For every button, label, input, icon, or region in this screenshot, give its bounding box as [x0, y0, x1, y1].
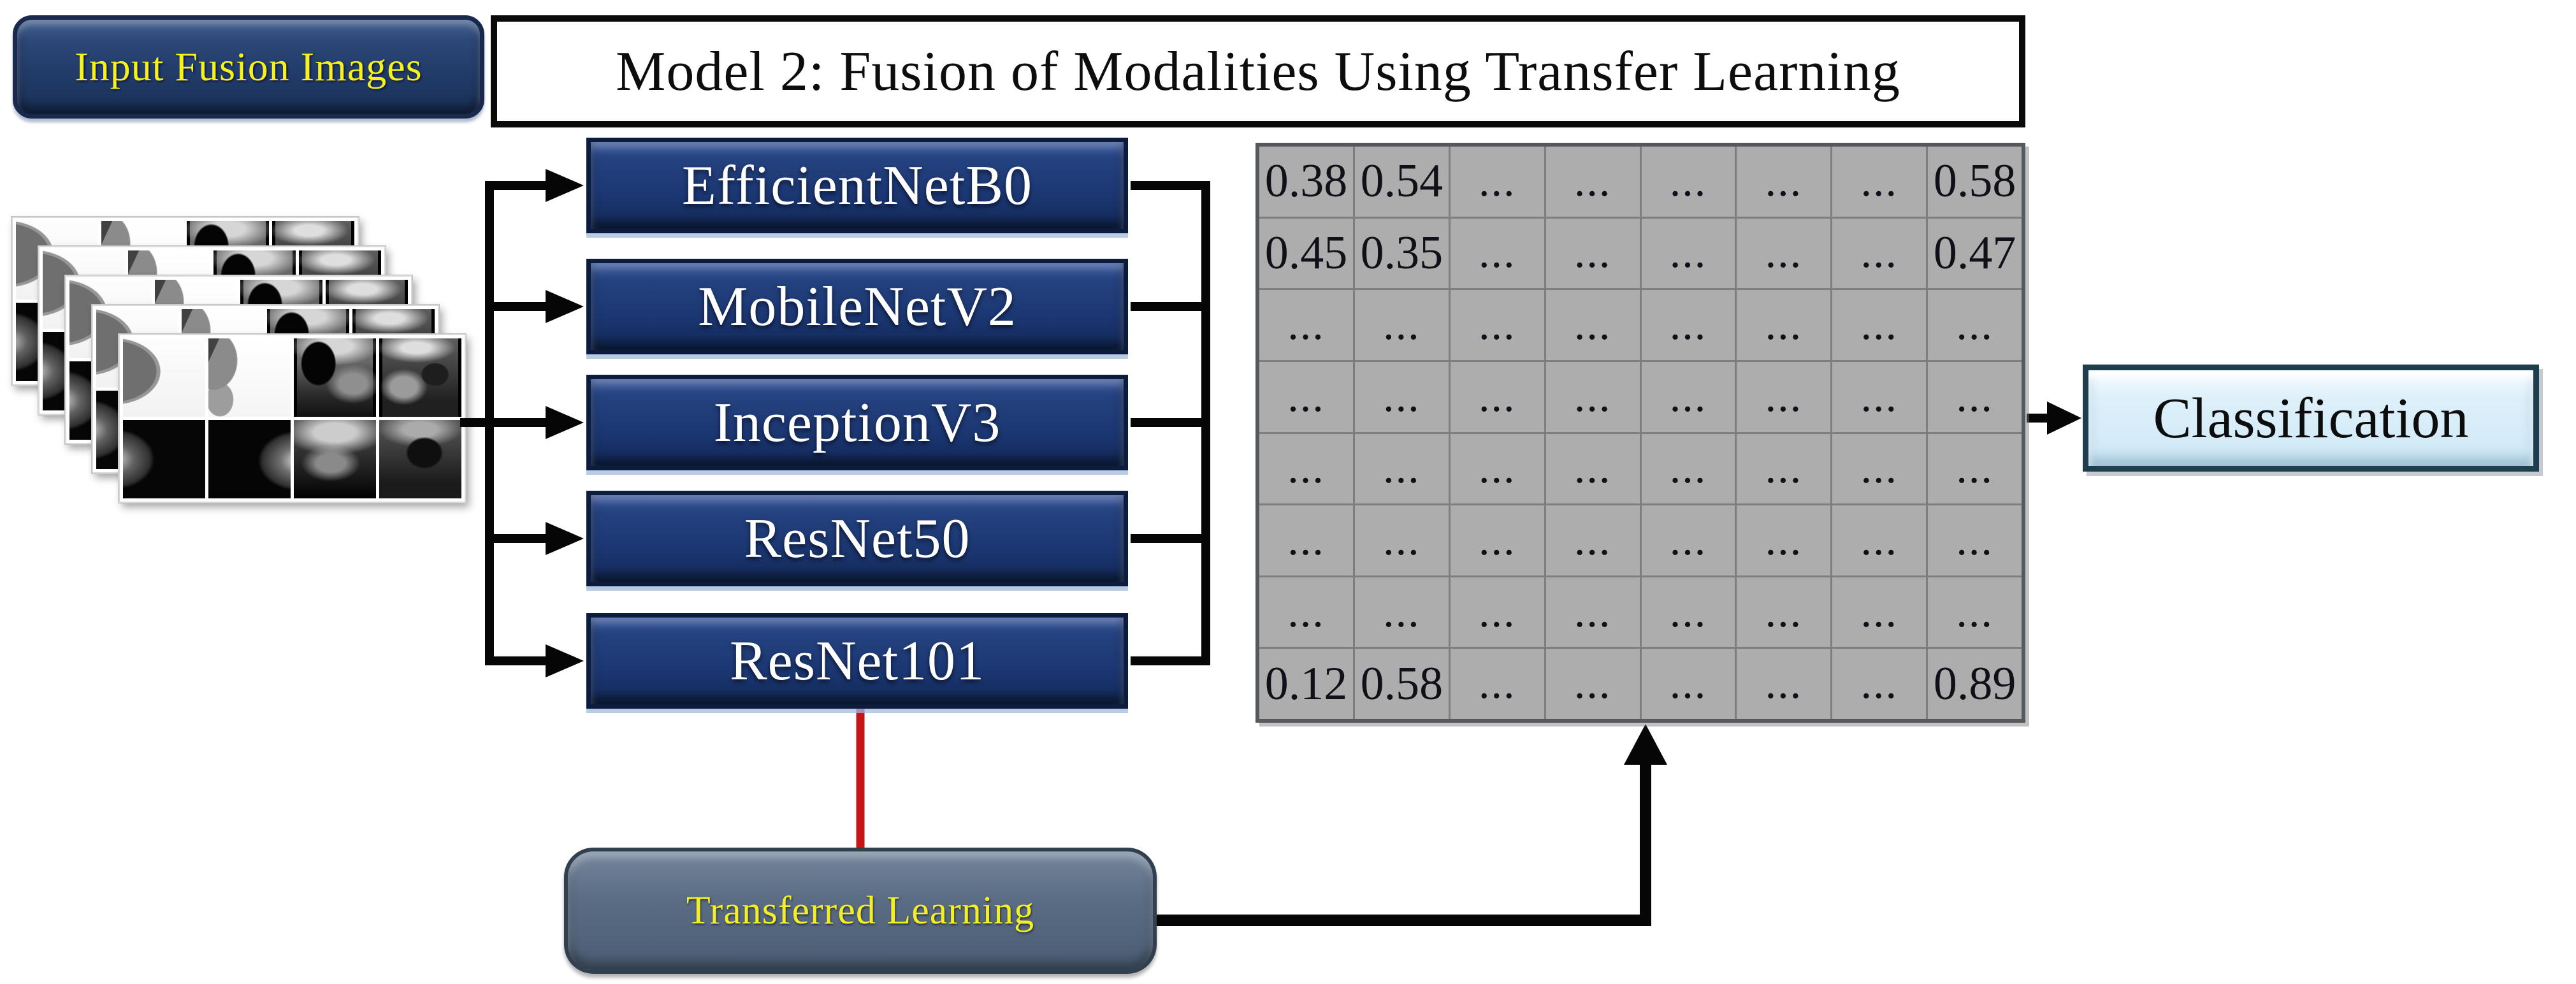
matrix-cell-r3-c3: ... — [1450, 290, 1544, 360]
page-title: Model 2: Fusion of Modalities Using Tran… — [616, 40, 1900, 103]
model-box-inceptionv3: InceptionV3 — [586, 375, 1128, 470]
matrix-cell-r6-c6: ... — [1737, 505, 1831, 575]
matrix-cell-r6-c4: ... — [1545, 505, 1640, 575]
ultrasound-mass-thumbnail — [379, 420, 461, 498]
input-fusion-images-button: Input Fusion Images — [13, 15, 484, 119]
matrix-cell-r8-c2: 0.58 — [1354, 649, 1449, 719]
matrix-cell-r3-c7: ... — [1832, 290, 1927, 360]
classification-box: Classification — [2083, 365, 2539, 472]
mammogram-mlo-right-thumbnail — [208, 420, 291, 498]
matrix-cell-r8-c6: ... — [1737, 649, 1831, 719]
matrix-cell-r3-c2: ... — [1354, 290, 1449, 360]
matrix-cell-r5-c6: ... — [1737, 433, 1831, 504]
ultrasound-texture-thumbnail — [379, 338, 461, 417]
matrix-cell-r2-c2: 0.35 — [1354, 218, 1449, 289]
transferred-learning-label: Transferred Learning — [686, 888, 1035, 932]
matrix-cell-r3-c1: ... — [1259, 290, 1353, 360]
matrix-cell-r4-c1: ... — [1259, 361, 1353, 432]
matrix-cell-r5-c7: ... — [1832, 433, 1927, 504]
matrix-cell-r1-c6: ... — [1737, 147, 1831, 217]
arrow-right-icons — [546, 169, 584, 677]
matrix-cell-r2-c4: ... — [1545, 218, 1640, 289]
title-box: Model 2: Fusion of Modalities Using Tran… — [491, 15, 2025, 127]
mammogram-cc-thumbnail — [123, 338, 205, 417]
matrix-cell-r7-c6: ... — [1737, 577, 1831, 648]
matrix-cell-r7-c5: ... — [1641, 577, 1735, 648]
matrix-cell-r1-c2: 0.54 — [1354, 147, 1449, 217]
matrix-cell-r5-c1: ... — [1259, 433, 1353, 504]
model-label: MobileNetV2 — [698, 275, 1017, 338]
matrix-cell-r4-c2: ... — [1354, 361, 1449, 432]
fusion-image-card — [119, 334, 466, 503]
ultrasound-deep-thumbnail — [294, 420, 376, 498]
input-fusion-images-label: Input Fusion Images — [75, 44, 423, 89]
matrix-cell-r6-c5: ... — [1641, 505, 1735, 575]
transferred-learning-box: Transferred Learning — [564, 848, 1157, 974]
matrix-cell-r7-c1: ... — [1259, 577, 1353, 648]
matrix-cell-r6-c3: ... — [1450, 505, 1544, 575]
mammogram-mlo-left-thumbnail — [123, 420, 205, 498]
matrix-cell-r4-c6: ... — [1737, 361, 1831, 432]
matrix-cell-r1-c4: ... — [1545, 147, 1640, 217]
matrix-cell-r6-c1: ... — [1259, 505, 1353, 575]
matrix-cell-r8-c3: ... — [1450, 649, 1544, 719]
matrix-cell-r4-c7: ... — [1832, 361, 1927, 432]
model-label: ResNet101 — [729, 630, 985, 692]
ultrasound-lesion-thumbnail — [294, 338, 376, 417]
matrix-cell-r7-c3: ... — [1450, 577, 1544, 648]
matrix-to-classification-arrow — [2027, 402, 2081, 435]
matrix-cell-r5-c2: ... — [1354, 433, 1449, 504]
matrix-cell-r5-c5: ... — [1641, 433, 1735, 504]
model-box-mobilenetv2: MobileNetV2 — [586, 259, 1128, 354]
matrix-cell-r7-c4: ... — [1545, 577, 1640, 648]
matrix-cell-r6-c2: ... — [1354, 505, 1449, 575]
matrix-cell-r3-c5: ... — [1641, 290, 1735, 360]
mammogram-profile-thumbnail — [208, 338, 291, 417]
matrix-cell-r5-c8: ... — [1928, 433, 2022, 504]
matrix-cell-r2-c5: ... — [1641, 218, 1735, 289]
model-label: InceptionV3 — [713, 391, 1001, 454]
input-distributor-line — [460, 181, 547, 665]
matrix-cell-r7-c8: ... — [1928, 577, 2022, 648]
model-label: ResNet50 — [744, 507, 971, 570]
transfer-to-matrix-arrow — [1157, 724, 1667, 926]
matrix-cell-r4-c4: ... — [1545, 361, 1640, 432]
input-image-stack — [0, 0, 497, 542]
matrix-cell-r2-c1: 0.45 — [1259, 218, 1353, 289]
matrix-cell-r4-c8: ... — [1928, 361, 2022, 432]
matrix-cell-r7-c2: ... — [1354, 577, 1449, 648]
matrix-cell-r3-c4: ... — [1545, 290, 1640, 360]
matrix-cell-r4-c3: ... — [1450, 361, 1544, 432]
matrix-cell-r6-c8: ... — [1928, 505, 2022, 575]
model-box-efficientnetb0: EfficientNetB0 — [586, 138, 1128, 233]
model-output-bracket — [1131, 181, 1210, 665]
classification-label: Classification — [2153, 386, 2469, 450]
matrix-cell-r4-c5: ... — [1641, 361, 1735, 432]
matrix-cell-r5-c4: ... — [1545, 433, 1640, 504]
matrix-cell-r6-c7: ... — [1832, 505, 1927, 575]
matrix-cell-r8-c1: 0.12 — [1259, 649, 1353, 719]
matrix-cell-r8-c8: 0.89 — [1928, 649, 2022, 719]
matrix-cell-r2-c6: ... — [1737, 218, 1831, 289]
matrix-cell-r1-c8: 0.58 — [1928, 147, 2022, 217]
matrix-cell-r8-c7: ... — [1832, 649, 1927, 719]
matrix-cell-r3-c8: ... — [1928, 290, 2022, 360]
matrix-cell-r3-c6: ... — [1737, 290, 1831, 360]
matrix-cell-r1-c1: 0.38 — [1259, 147, 1353, 217]
model-box-resnet101: ResNet101 — [586, 613, 1128, 709]
matrix-cell-r1-c7: ... — [1832, 147, 1927, 217]
model-label: EfficientNetB0 — [682, 154, 1032, 217]
matrix-cell-r8-c4: ... — [1545, 649, 1640, 719]
matrix-cell-r1-c5: ... — [1641, 147, 1735, 217]
matrix-cell-r2-c8: 0.47 — [1928, 218, 2022, 289]
matrix-cell-r7-c7: ... — [1832, 577, 1927, 648]
matrix-cell-r8-c5: ... — [1641, 649, 1735, 719]
matrix-cell-r5-c3: ... — [1450, 433, 1544, 504]
matrix-cell-r1-c3: ... — [1450, 147, 1544, 217]
model-box-resnet50: ResNet50 — [586, 491, 1128, 586]
matrix-cell-r2-c3: ... — [1450, 218, 1544, 289]
matrix-cell-r2-c7: ... — [1832, 218, 1927, 289]
